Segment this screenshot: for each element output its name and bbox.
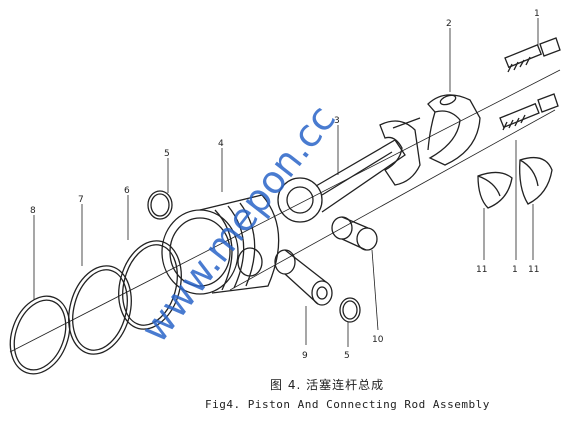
label-part-6: 6 (124, 186, 130, 196)
snap-ring-upper (147, 190, 173, 220)
leader-lines (33, 18, 539, 347)
label-part-7: 7 (78, 195, 84, 205)
bolt-lower (499, 93, 559, 131)
rod-cap (427, 94, 481, 166)
watermark: www.mepon.cc (132, 97, 344, 351)
small-end-bushing (331, 216, 378, 251)
bolt-upper (504, 37, 561, 73)
label-part-3: 3 (334, 116, 340, 126)
label-part-9: 9 (302, 351, 308, 361)
label-part-11-left: 11 (476, 265, 487, 275)
label-part-2: 2 (446, 19, 452, 29)
piston-pin (274, 249, 333, 306)
caption-english: Fig4. Piston And Connecting Rod Assembly (205, 398, 490, 411)
piston (161, 194, 280, 295)
center-lines (9, 69, 561, 353)
label-part-5-upper: 5 (164, 149, 170, 159)
label-part-1-lower: 1 (512, 265, 518, 275)
connecting-rod (277, 117, 421, 223)
bearing-shell-left (477, 171, 513, 209)
snap-ring-lower (339, 297, 361, 323)
oil-ring-8 (9, 295, 71, 375)
label-part-5-lower: 5 (344, 351, 350, 361)
caption-chinese: 图 4. 活塞连杆总成 (270, 378, 385, 392)
piston-ring-7 (68, 265, 132, 355)
label-part-11-right: 11 (528, 265, 539, 275)
label-part-8: 8 (30, 206, 36, 216)
label-part-4: 4 (218, 139, 224, 149)
bearing-shell-right (519, 156, 553, 205)
label-part-10: 10 (372, 335, 384, 345)
label-part-1-upper: 1 (534, 9, 540, 19)
